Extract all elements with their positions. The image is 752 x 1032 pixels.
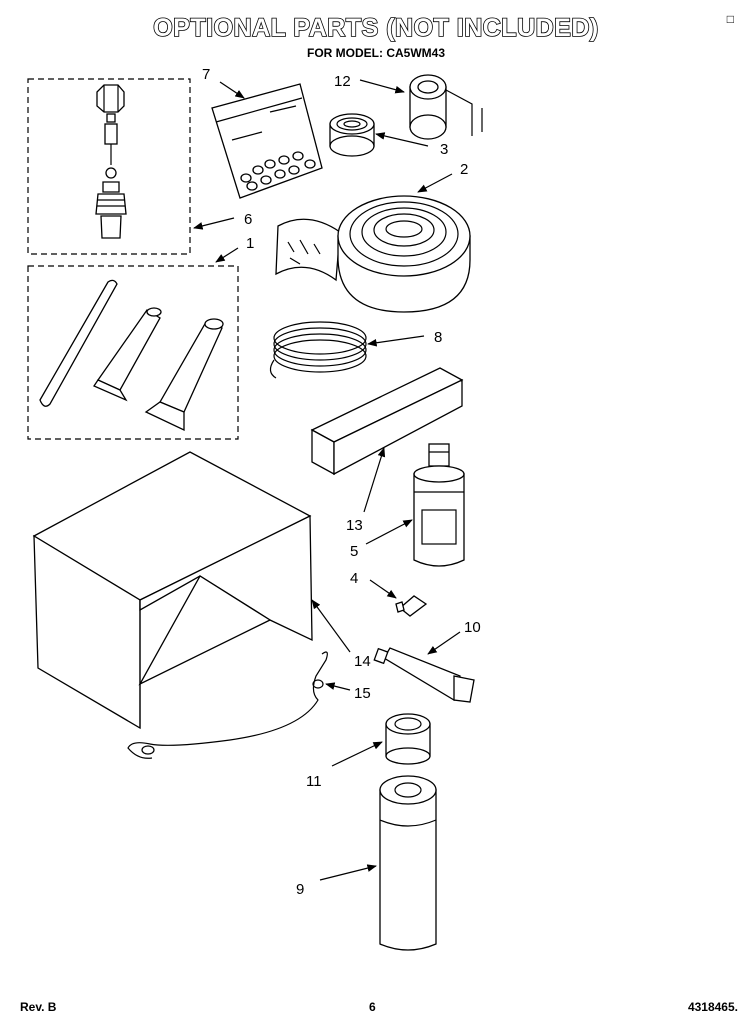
callout-13: 13 [346, 517, 363, 534]
leader-10 [427, 631, 461, 655]
kit-6-dashed-box [27, 78, 191, 255]
callout-2: 2 [460, 161, 468, 178]
leader-11 [331, 741, 383, 767]
callout-3: 3 [440, 141, 448, 158]
callout-14: 14 [354, 653, 371, 670]
cover-part [32, 451, 313, 730]
bungee-cord-part [127, 651, 328, 759]
leader-14 [311, 599, 351, 653]
revision-label: Rev. B [20, 1000, 57, 1014]
callout-12: 12 [334, 73, 351, 90]
leader-6 [193, 217, 235, 230]
grease-tube-part [373, 647, 475, 703]
insulation-strip-part [39, 279, 118, 407]
callout-10: 10 [464, 619, 481, 636]
leader-12 [359, 79, 405, 94]
leader-4 [369, 579, 397, 599]
sealant-tube-right [144, 318, 224, 432]
callout-1: 1 [246, 235, 254, 252]
leader-13 [363, 447, 386, 513]
callout-11: 11 [306, 773, 322, 790]
leader-15 [325, 682, 351, 691]
page-title: OPTIONAL PARTS (NOT INCLUDED) [152, 13, 599, 43]
leader-2 [417, 173, 453, 193]
tape-roll-part [409, 74, 483, 140]
hardware-bag-part [211, 83, 323, 199]
bottle-part [413, 443, 465, 567]
callout-15: 15 [354, 685, 371, 702]
leader-8 [367, 335, 425, 347]
nozzle-part [395, 595, 428, 617]
document-number: 4318465. [687, 1000, 738, 1014]
sealant-tube-left [93, 307, 162, 402]
page-number: 6 [369, 1000, 376, 1014]
insulation-roll-part [275, 195, 471, 313]
foam-block-part [310, 367, 464, 476]
coil-ring-part [269, 321, 367, 379]
leader-3 [375, 132, 429, 147]
cap-cylinder-part [385, 713, 431, 765]
corner-mark: □ [726, 12, 734, 26]
callout-9: 9 [296, 881, 304, 898]
foam-tape-part [329, 113, 375, 157]
callout-5: 5 [350, 543, 358, 560]
callout-4: 4 [350, 570, 358, 587]
leader-9 [319, 864, 377, 881]
callout-8: 8 [434, 329, 442, 346]
callout-7: 7 [202, 66, 210, 83]
leader-1 [215, 247, 239, 263]
model-subtitle: FOR MODEL: CA5WM43 [307, 46, 445, 60]
kit-1-dashed-box [27, 265, 239, 440]
leader-5 [365, 519, 413, 545]
leader-7 [219, 81, 245, 99]
aerosol-can-part [379, 775, 437, 951]
callout-6: 6 [244, 211, 252, 228]
valve-fitting-part [95, 84, 127, 239]
